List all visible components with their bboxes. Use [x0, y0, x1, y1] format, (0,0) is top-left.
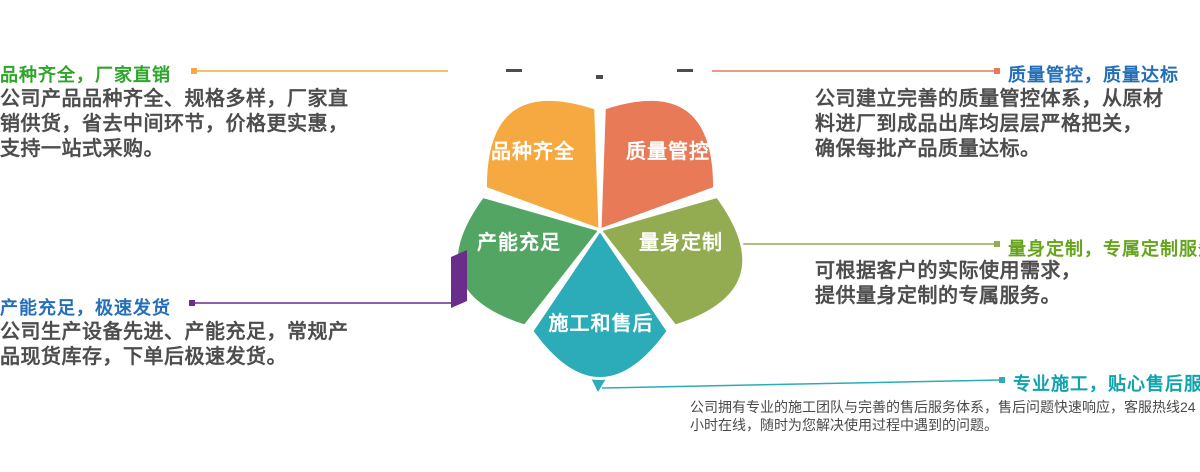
quality-heading: 质量管控，质量达标 [1008, 65, 1179, 85]
capacity-body-line: 品现货库存，下单后极速发货。 [0, 346, 287, 368]
quality-callout-dot [994, 68, 1000, 74]
service-callout-dot [999, 377, 1005, 383]
service-heading: 专业施工，贴心售后服务 [1013, 374, 1200, 394]
petal-service [529, 227, 671, 380]
capacity-heading: 产能充足，极速发货 [0, 298, 171, 318]
quality-body-line: 公司建立完善的质量管控体系，从原材 [815, 88, 1164, 110]
custom-heading: 量身定制，专属定制服务 [1008, 239, 1200, 259]
quality-body: 公司建立完善的质量管控体系，从原材 料进厂到成品出库均层层严格把关， 确保每批产… [815, 87, 1200, 162]
variety-body-line: 公司产品品种齐全、规格多样，厂家直 [0, 88, 349, 110]
service-body-line: 公司拥有专业的施工团队与完善的售后服务体系，售后问题快速响应，客服热线24 [690, 399, 1196, 415]
variety-body: 公司产品品种齐全、规格多样，厂家直 销供货，省去中间环节，价格更实惠， 支持一站… [0, 87, 375, 162]
tick-mark-center [596, 75, 603, 79]
variety-heading: 品种齐全，厂家直销 [0, 65, 171, 85]
custom-callout-dot [994, 241, 1000, 247]
variety-body-line: 支持一站式采购。 [0, 138, 164, 160]
quality-body-line: 确保每批产品质量达标。 [815, 138, 1041, 160]
petal-label-custom: 量身定制 [639, 230, 723, 254]
petal-label-variety: 品种齐全 [491, 139, 575, 163]
service-body: 公司拥有专业的施工团队与完善的售后服务体系，售后问题快速响应，客服热线24 小时… [690, 398, 1200, 434]
petal-custom [597, 194, 746, 328]
service-body-line: 小时在线，随时为您解决使用过程中遇到的问题。 [690, 417, 998, 433]
tick-mark-right [677, 69, 693, 72]
tick-mark-left [506, 69, 522, 72]
capacity-pointer-flag [451, 250, 467, 308]
petal-variety [483, 97, 602, 233]
service-callout-line [601, 379, 1002, 389]
capacity-body-line: 公司生产设备先进、产能充足，常规产 [0, 321, 349, 343]
variety-callout-dot [191, 68, 197, 74]
quality-body-line: 料进厂到成品出库均层层严格把关， [815, 113, 1143, 135]
variety-body-line: 销供货，省去中间环节，价格更实惠， [0, 113, 349, 135]
petal-label-service: 施工和售后 [549, 311, 654, 335]
capacity-callout-dot [189, 300, 195, 306]
custom-body-line: 可根据客户的实际使用需求， [815, 260, 1082, 282]
petal-label-capacity: 产能充足 [477, 230, 561, 254]
custom-body: 可根据客户的实际使用需求， 提供量身定制的专属服务。 [815, 259, 1200, 309]
custom-body-line: 提供量身定制的专属服务。 [815, 285, 1061, 307]
petal-label-quality: 质量管控 [626, 139, 710, 163]
petal-quality [598, 97, 717, 233]
capacity-body: 公司生产设备先进、产能充足，常规产 品现货库存，下单后极速发货。 [0, 320, 395, 370]
